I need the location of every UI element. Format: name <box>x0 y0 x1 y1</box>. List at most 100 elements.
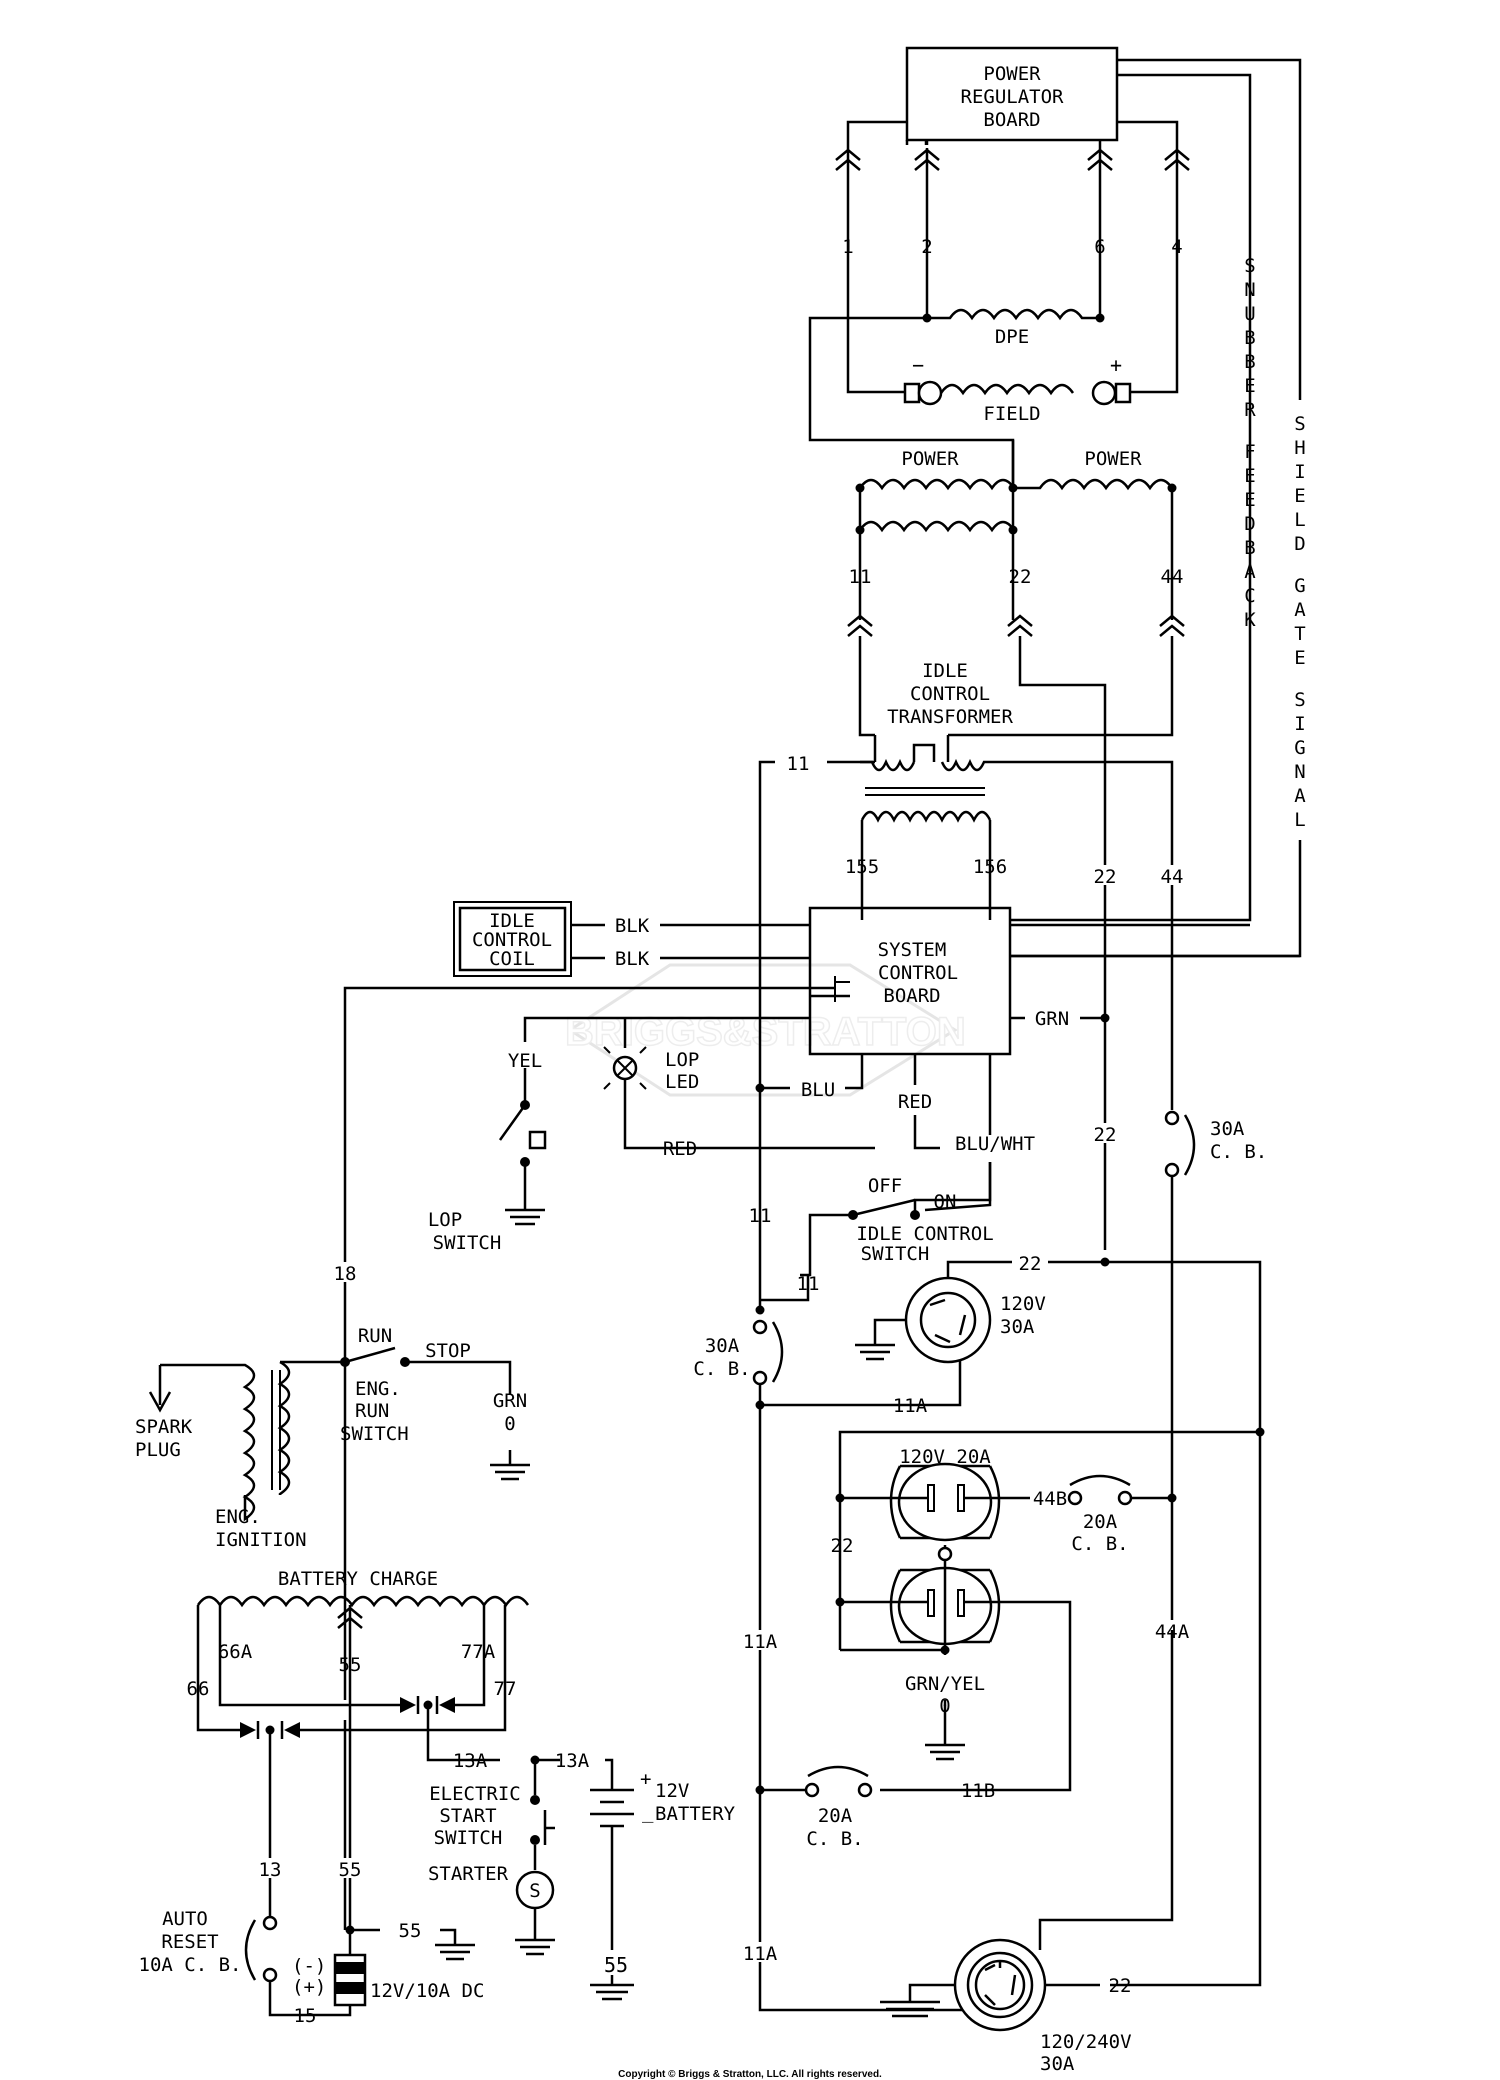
cb20-bottom-label-1: 20A <box>818 1805 853 1827</box>
signal-letter: S <box>1294 689 1305 711</box>
eng-run-switch-label-2: RUN <box>355 1400 389 1422</box>
feedback-letter: K <box>1244 609 1256 631</box>
eng-ignition-label-2: IGNITION <box>215 1529 307 1551</box>
power-left-label: POWER <box>901 448 959 470</box>
shield-gate-signal-label: S H I E L D G A T E S I G N A L <box>1288 400 1312 840</box>
snubber-letter: R <box>1244 399 1256 421</box>
cb30-left-label-1: 30A <box>705 1335 740 1357</box>
system-control-label-3: BOARD <box>883 985 940 1007</box>
ignition-coil <box>148 1360 291 1522</box>
auto-reset-label-2: RESET <box>161 1931 218 1953</box>
auto-reset-cb <box>244 1880 352 2017</box>
gate-letter: T <box>1294 623 1305 645</box>
electric-start-label-1: ELECTRIC <box>429 1783 521 1805</box>
electric-start-label-3: SWITCH <box>434 1827 503 1849</box>
lop-led-icon <box>603 1046 647 1090</box>
wire-22-dup-label: 22 <box>831 1535 854 1557</box>
wire-55-batt-label: 55 <box>604 1953 628 1977</box>
wire-66a-label: 66A <box>218 1641 253 1663</box>
wire-11a-bottom-label: 11A <box>743 1943 778 1965</box>
wire-55-top-label: 55 <box>339 1654 362 1676</box>
wire-156-label: 156 <box>973 856 1007 878</box>
grn-yel-label: GRN/YEL <box>905 1673 985 1695</box>
rec-120v-30a-label-2: 30A <box>1000 1316 1035 1338</box>
blk-label-1: BLK <box>615 915 650 937</box>
wire-13-label: 13 <box>259 1859 282 1881</box>
auto-reset-label-3: 10A C. B. <box>139 1954 242 1976</box>
cb30-top-label-1: 30A <box>1210 1118 1245 1140</box>
system-control-board <box>808 906 1012 1056</box>
diodes <box>240 1696 455 1739</box>
starter-circuit <box>515 1755 634 2001</box>
wire-22-bus <box>1105 1260 1262 1987</box>
idle-control-coil <box>458 906 567 972</box>
idle-coil-label-2: CONTROL <box>472 929 552 951</box>
cb20-bottom <box>755 1765 873 1798</box>
copyright: Copyright © Briggs & Stratton, LLC. All … <box>618 2069 882 2080</box>
lop-switch-label-2: SWITCH <box>433 1232 502 1254</box>
wire-2-label: 2 <box>921 236 932 258</box>
wire-4-label: 4 <box>1171 236 1182 258</box>
wire-22-bottom-label: 22 <box>1109 1975 1132 1997</box>
battery-charge-label: BATTERY CHARGE <box>278 1568 438 1590</box>
signal-letter: L <box>1294 809 1305 831</box>
field-plus: + <box>1110 353 1122 377</box>
cb20-right <box>1067 1474 1177 1506</box>
dc-outlet <box>333 1925 475 2007</box>
wire-66-label: 66 <box>187 1678 210 1700</box>
shield-letter: L <box>1294 509 1305 531</box>
wire-11-xfmr-label: 11 <box>787 753 810 775</box>
idle-control-switch <box>760 1162 992 1302</box>
gate-letter: G <box>1294 575 1305 597</box>
system-control-label-1: SYSTEM <box>878 939 947 961</box>
idle-control-transformer <box>860 735 992 920</box>
signal-letter: G <box>1294 737 1305 759</box>
battery-label: BATTERY <box>655 1803 736 1825</box>
red-label-1: RED <box>898 1091 932 1113</box>
feedback-letter: B <box>1244 537 1255 559</box>
field-minus: − <box>912 353 924 377</box>
cb30-left <box>752 1305 1000 2012</box>
battery-minus: _ <box>642 1801 654 1823</box>
auto-reset-label-1: AUTO <box>162 1908 208 1930</box>
wire-44-mid-label: 44 <box>1161 866 1184 888</box>
snubber-letter: U <box>1244 303 1255 325</box>
idle-transformer-label-1: IDLE <box>922 660 968 682</box>
dc-plus-label: (+) <box>292 1976 326 1998</box>
signal-letter: A <box>1294 785 1306 807</box>
feedback-letter: E <box>1244 465 1255 487</box>
shield-letter: H <box>1294 437 1305 459</box>
idle-transformer-label-2: CONTROL <box>910 683 990 705</box>
spark-plug-label-1: SPARK <box>135 1416 193 1438</box>
power-regulator-board <box>905 46 1119 142</box>
cb20-bottom-label-2: C. B. <box>806 1828 863 1850</box>
power-regulator-label-3: BOARD <box>983 109 1040 131</box>
field-winding <box>903 380 1132 406</box>
shield-letter: E <box>1294 485 1305 507</box>
grn-gnd-label: GRN <box>493 1390 527 1412</box>
board-ignition-lead <box>343 976 850 1930</box>
wire-13a-2-label: 13A <box>555 1750 590 1772</box>
eng-run-switch <box>280 1346 530 1481</box>
shield-letter: I <box>1294 461 1305 483</box>
blu-label: BLU <box>801 1079 835 1101</box>
wire-22-mid-label: 22 <box>1094 866 1117 888</box>
rec-240-label-1: 120/240V <box>1040 2031 1132 2053</box>
receptacle-120-240v <box>880 1938 1100 2032</box>
lop-led-label-2: LED <box>665 1071 699 1093</box>
power-regulator-label-2: REGULATOR <box>961 86 1065 108</box>
idle-off-label: OFF <box>868 1175 902 1197</box>
field-label: FIELD <box>983 403 1040 425</box>
rec-120v-30a-label-1: 120V <box>1000 1293 1046 1315</box>
snubber-letter: B <box>1244 351 1255 373</box>
wire-15-label: 15 <box>294 2005 317 2027</box>
wire-44a <box>1038 1630 1174 1950</box>
snubber-letter: N <box>1244 279 1255 301</box>
blk-wires <box>571 923 810 960</box>
idle-transformer-label-3: TRANSFORMER <box>887 706 1013 728</box>
rec-120v-20a-label: 120V 20A <box>899 1446 991 1468</box>
gate-letter: A <box>1294 599 1306 621</box>
feedback-letter: D <box>1244 513 1255 535</box>
wire-18-label: 18 <box>334 1263 357 1285</box>
idle-on-label: ON <box>934 1191 957 1213</box>
